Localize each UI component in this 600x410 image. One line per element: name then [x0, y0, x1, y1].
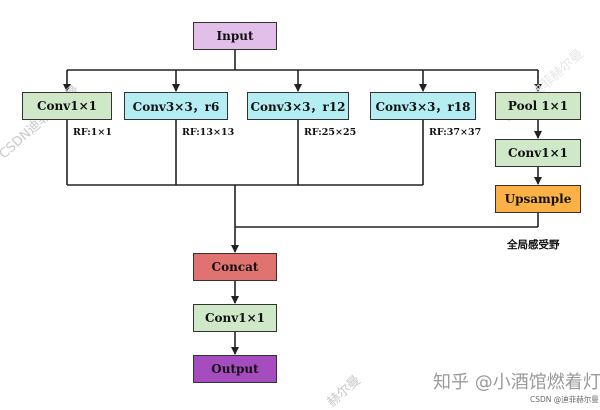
conv3x3-r12-node: Conv3×3，r12	[247, 92, 349, 120]
conv1x1-branch-node: Conv1×1	[22, 92, 112, 120]
output-conv1x1-node: Conv1×1	[193, 304, 277, 332]
conv3x3-r6-node: Conv3×3，r6	[124, 92, 228, 120]
conv3x3-r18-node: Conv3×3，r18	[370, 92, 476, 120]
rf-label-r18: RF:37×37	[429, 127, 482, 138]
csdn-credit: CSDN @迪菲赫尔曼	[530, 395, 599, 404]
pool-conv1x1-node: Conv1×1	[495, 139, 581, 167]
rf-label-r6: RF:13×13	[182, 127, 235, 138]
upsample-node: Upsample	[495, 185, 581, 213]
rf-label-r12: RF:25×25	[304, 127, 357, 138]
global-receptive-field-label: 全局感受野	[507, 239, 560, 251]
pool-node: Pool 1×1	[495, 92, 581, 120]
input-node: Input	[193, 22, 277, 50]
concat-node: Concat	[193, 253, 277, 281]
output-node: Output	[193, 355, 277, 383]
rf-label-conv1: RF:1×1	[73, 127, 112, 138]
zhihu-watermark: 知乎 @小酒馆燃着灯	[433, 372, 600, 393]
